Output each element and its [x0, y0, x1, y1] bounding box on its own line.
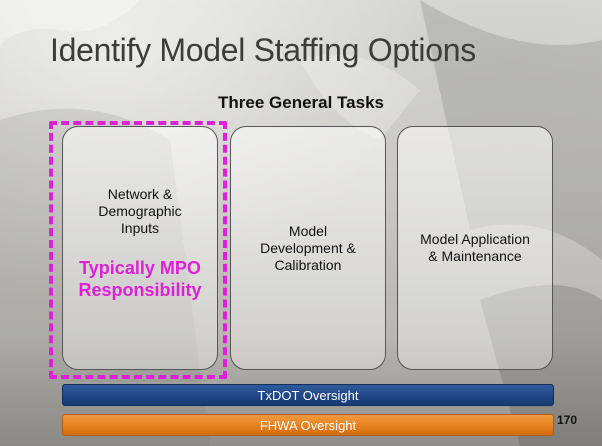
task-label: Network & Demographic Inputs [98, 185, 182, 236]
task-label: Model Application & Maintenance [420, 231, 530, 264]
fhwa-oversight-label: FHWA Oversight [259, 417, 357, 433]
txdot-oversight-bar: TxDOT Oversight [62, 384, 554, 406]
txdot-oversight-label: TxDOT Oversight [257, 387, 359, 403]
mpo-highlight-dashed-border [49, 121, 227, 379]
mpo-responsibility-label: Typically MPO Responsibility [78, 257, 202, 300]
slide-subtitle: Three General Tasks [218, 93, 384, 112]
fhwa-oversight-bar: FHWA Oversight [62, 414, 554, 436]
task-box-model-application: Model Application & Maintenance [397, 126, 553, 370]
slide-title: Identify Model Staffing Options [50, 32, 476, 68]
task-box-model-development: Model Development & Calibration [230, 126, 386, 370]
task-box-network-demographic: Network & Demographic Inputs Typically M… [62, 126, 218, 370]
task-label: Model Development & Calibration [260, 222, 356, 273]
page-number: 170 [557, 413, 578, 427]
